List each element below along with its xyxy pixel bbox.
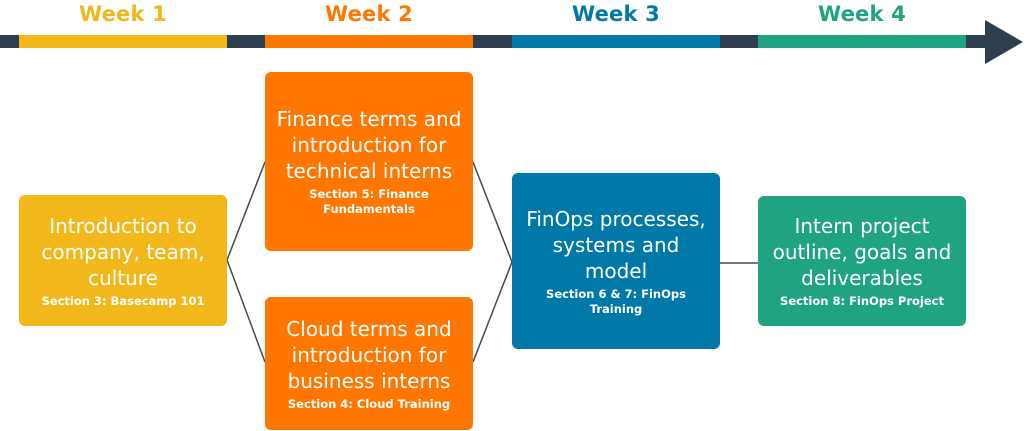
box-section: Section 5: Finance Fundamentals [309,187,429,216]
week-1-label: Week 1 [79,2,167,26]
connector-intro-to-finance [226,161,266,261]
box-section: Section 6 & 7: FinOps Training [546,286,686,316]
box-title: Introduction to company, team, culture [41,213,205,290]
week-1-intro-box: Introduction to company, team, culture S… [19,195,227,326]
week-2-cloud-box: Cloud terms and introduction for busines… [265,297,473,430]
connector-cloud-to-finops [472,261,513,363]
timeline-week-4-segment [758,35,966,48]
week-4-label: Week 4 [818,2,906,26]
week-4-project-box: Intern project outline, goals and delive… [758,196,966,326]
timeline-week-3-segment [512,35,720,48]
timeline-gap [473,35,512,48]
arrow-right-icon [985,20,1023,64]
timeline-week-2-segment [265,35,473,48]
box-section: Section 8: FinOps Project [780,294,944,308]
timeline-week-1-segment [19,35,227,48]
box-title: Cloud terms and introduction for busines… [286,316,452,393]
box-section: Section 3: Basecamp 101 [41,293,205,308]
box-section: Section 4: Cloud Training [287,396,451,411]
week-2-finance-box: Finance terms and introduction for techn… [265,72,473,251]
box-title: Finance terms and introduction for techn… [276,107,462,183]
week-3-finops-box: FinOps processes, systems and model Sect… [512,173,720,349]
timeline-gap [0,35,19,48]
timeline-gap [720,35,758,48]
timeline-gap [966,35,986,48]
connector-intro-to-cloud [226,259,266,363]
connector-finance-to-finops [472,161,513,263]
box-title: Intern project outline, goals and delive… [772,214,952,290]
timeline-gap [227,35,265,48]
box-title: FinOps processes, systems and model [526,206,706,283]
week-2-label: Week 2 [325,2,413,26]
week-3-label: Week 3 [572,2,660,26]
